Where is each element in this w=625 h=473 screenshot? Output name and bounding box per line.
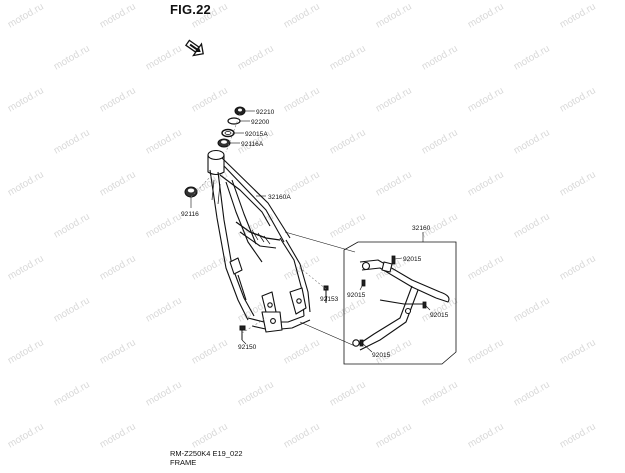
bolt-92153 — [323, 285, 329, 303]
watermark-text: motod.ru — [512, 43, 552, 72]
watermark-text: motod.ru — [282, 421, 322, 450]
callout-92200: 92200 — [251, 119, 270, 126]
watermark-text: motod.ru — [374, 1, 414, 30]
bearing-92015A — [221, 128, 235, 138]
callout-92153: 92153 — [320, 296, 339, 303]
subframe-bolts-92015 — [359, 255, 427, 347]
watermark-text: motod.ru — [98, 169, 138, 198]
watermark-text: motod.ru — [420, 127, 460, 156]
watermark-text: motod.ru — [282, 337, 322, 366]
watermark-text: motod.ru — [466, 421, 506, 450]
watermark-text: motod.ru — [512, 211, 552, 240]
watermark-text: motod.ru — [420, 43, 460, 72]
watermark-text: motod.ru — [236, 379, 276, 408]
watermark-text: motod.ru — [190, 85, 230, 114]
watermark-text: motod.ru — [374, 169, 414, 198]
watermark-text: motod.ru — [52, 379, 92, 408]
callout-92015-right: 92015 — [430, 312, 449, 319]
watermark-text: motod.ru — [282, 253, 322, 282]
watermark-text: motod.ru — [144, 127, 184, 156]
bearing-nut-92210 — [234, 106, 246, 116]
seal-92116A — [217, 138, 231, 148]
watermark-text: motod.ru — [52, 43, 92, 72]
leader-lines — [190, 110, 431, 353]
callout-92015A: 92015A — [245, 131, 268, 138]
watermark-text: motod.ru — [282, 1, 322, 30]
watermark-text: motod.ru — [466, 169, 506, 198]
watermark-text: motod.ru — [558, 253, 598, 282]
watermark-text: motod.ru — [558, 1, 598, 30]
bolt-92150 — [239, 325, 246, 340]
watermark-text: motod.ru — [144, 211, 184, 240]
rear-frame-32160-box — [343, 241, 457, 365]
watermark-text: motod.ru — [558, 85, 598, 114]
watermark-text: motod.ru — [6, 421, 46, 450]
watermark-text: motod.ru — [466, 1, 506, 30]
watermark-text: motod.ru — [144, 379, 184, 408]
watermark-text: motod.ru — [98, 421, 138, 450]
watermark-text: motod.ru — [328, 43, 368, 72]
footer-section-name: FRAME — [170, 458, 197, 467]
callout-92150: 92150 — [238, 344, 257, 351]
watermark-text: motod.ru — [98, 253, 138, 282]
callout-92015-left: 92015 — [347, 292, 366, 299]
callout-92210: 92210 — [256, 109, 275, 116]
watermark-text: motod.ru — [6, 337, 46, 366]
front-direction-arrow-icon — [185, 39, 204, 57]
watermark-text: motod.ru — [6, 169, 46, 198]
watermark-text: motod.ru — [466, 85, 506, 114]
watermark-text: motod.ru — [6, 85, 46, 114]
callout-92015-bottom: 92015 — [372, 352, 391, 359]
watermark-text: motod.ru — [6, 253, 46, 282]
watermark-text: motod.ru — [328, 127, 368, 156]
watermark-text: motod.ru — [558, 421, 598, 450]
watermark-text: motod.ru — [466, 253, 506, 282]
seal-92116 — [184, 186, 198, 198]
watermark-text: motod.ru — [512, 127, 552, 156]
watermark-text: motod.ru — [6, 1, 46, 30]
watermark-text: motod.ru — [512, 295, 552, 324]
watermark-text: motod.ru — [98, 1, 138, 30]
watermark-text: motod.ru — [328, 379, 368, 408]
assembly-guide-lines — [190, 113, 327, 334]
watermark-text: motod.ru — [190, 337, 230, 366]
rear-frame-32160 — [352, 259, 450, 351]
callout-92015-top: 92015 — [403, 256, 422, 263]
watermark-text: motod.ru — [558, 169, 598, 198]
watermark-text: motod.ru — [98, 85, 138, 114]
watermark-text: motod.ru — [328, 211, 368, 240]
watermark-text: motod.ru — [466, 337, 506, 366]
watermark-text: motod.ru — [558, 337, 598, 366]
figure-title: FIG.22 — [170, 2, 211, 17]
callout-92116: 92116 — [181, 211, 199, 218]
watermark-text: motod.ru — [190, 421, 230, 450]
watermark-text: motod.ru — [52, 295, 92, 324]
watermark-text: motod.ru — [144, 295, 184, 324]
watermark-text: motod.ru — [420, 379, 460, 408]
watermark-text: motod.ru — [98, 337, 138, 366]
footer-model-line: RM-Z250K4 E19_022 — [170, 449, 243, 458]
watermark-text: motod.ru — [144, 43, 184, 72]
watermark-text: motod.ru — [236, 43, 276, 72]
watermark-text: motod.ru — [374, 85, 414, 114]
watermark-text: motod.ru — [512, 379, 552, 408]
part-callouts: 92210 92200 92015A 92116A 92116 32160A 3… — [181, 109, 449, 359]
callout-92116A: 92116A — [241, 141, 264, 148]
watermark-text: motod.ru — [374, 421, 414, 450]
watermark-text: motod.ru — [52, 211, 92, 240]
subframe-projection-lines — [284, 231, 356, 347]
callout-32160A: 32160A — [268, 194, 291, 201]
callout-32160: 32160 — [412, 225, 431, 232]
main-frame-32160A — [207, 149, 311, 333]
watermark-text: motod.ru — [282, 85, 322, 114]
watermark-text: motod.ru — [52, 127, 92, 156]
